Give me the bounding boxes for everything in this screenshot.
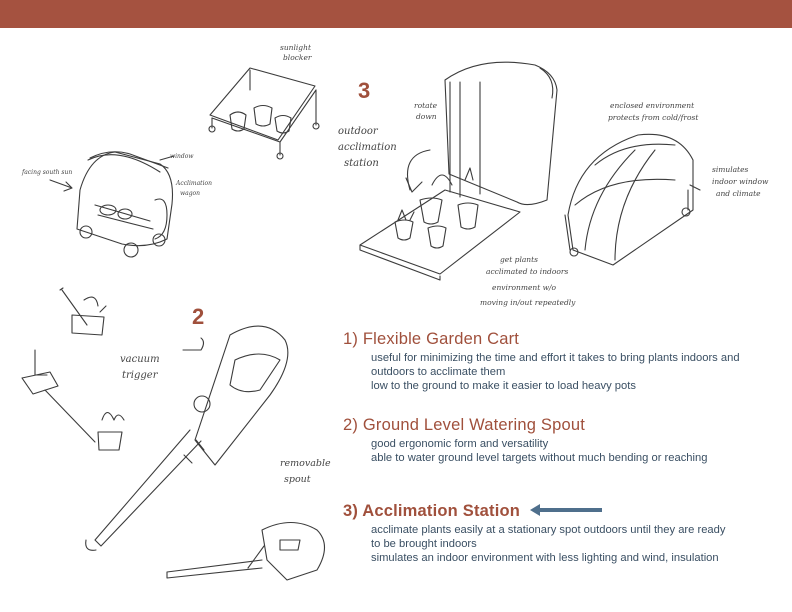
note-sunlight-blocker-1: sunlight <box>280 43 312 52</box>
concept-title: 3) Acclimation Station <box>343 502 521 520</box>
note-simulates-3: and climate <box>716 189 761 198</box>
note-window: window <box>170 153 194 160</box>
note-outdoor-2: acclimation <box>338 142 397 153</box>
note-outdoor-3: station <box>344 158 379 169</box>
concept-line: acclimate plants easily at a stationary … <box>371 524 726 550</box>
note-removable-2: spout <box>284 474 311 485</box>
note-get-plants-4: moving in/out repeatedly <box>480 298 576 307</box>
concept-title: 1) Flexible Garden Cart <box>343 330 520 348</box>
note-enclosed-2: protects from cold/frost <box>608 113 699 122</box>
note-get-plants-3: environment w/o <box>492 283 557 292</box>
concept-line: low to the ground to make it easier to l… <box>371 380 636 392</box>
note-get-plants-1: get plants <box>500 255 538 264</box>
concept-line: good ergonomic form and versatility <box>371 438 549 450</box>
concept-line: able to water ground level targets witho… <box>371 452 708 464</box>
note-get-plants-2: acclimated to indoors <box>486 267 568 276</box>
note-rotate-2: down <box>416 112 437 121</box>
watering-can-sketch <box>59 287 107 336</box>
concept-garden-cart: 1) Flexible Garden Cart useful for minim… <box>343 330 783 393</box>
enclosed-dome-sketch <box>564 133 701 266</box>
acclimation-station-sketch <box>359 61 558 281</box>
note-wagon-2: wagon <box>180 190 200 197</box>
acclimation-wagon-sketch <box>49 151 175 258</box>
concept-title: 2) Ground Level Watering Spout <box>343 416 586 434</box>
note-rotate-1: rotate <box>414 101 438 110</box>
concept-watering-spout: 2) Ground Level Watering Spout good ergo… <box>343 416 783 465</box>
note-vacuum-2: trigger <box>122 370 159 381</box>
note-outdoor-1: outdoor <box>338 126 379 137</box>
concept-line: simulates an indoor environment with les… <box>371 552 719 564</box>
watering-spout-sketch <box>85 325 289 551</box>
selection-arrow-icon <box>530 504 602 516</box>
note-wagon-1: Acclimation <box>175 180 212 187</box>
sunlight-blocker-sketch <box>208 67 320 160</box>
note-vacuum-1: vacuum <box>120 354 160 365</box>
sketch-number-station: 3 <box>358 78 370 103</box>
sketch-number-spout: 2 <box>192 304 204 329</box>
concept-line: useful for minimizing the time and effor… <box>371 352 740 378</box>
note-simulates-2: indoor window <box>712 177 769 186</box>
note-enclosed-1: enclosed environment <box>610 101 695 110</box>
top-color-bar <box>0 0 792 28</box>
note-removable-1: removable <box>280 458 331 469</box>
top-bar-fill <box>0 0 792 28</box>
ground-spout-small-sketch <box>21 349 125 451</box>
note-simulates-1: simulates <box>712 165 749 174</box>
concept-acclimation-station: 3) Acclimation Station acclimate plants … <box>343 502 783 565</box>
note-facing-south: facing south sun <box>21 169 72 176</box>
note-sunlight-blocker-2: blocker <box>283 53 312 62</box>
small-spout-sketch <box>166 521 326 581</box>
